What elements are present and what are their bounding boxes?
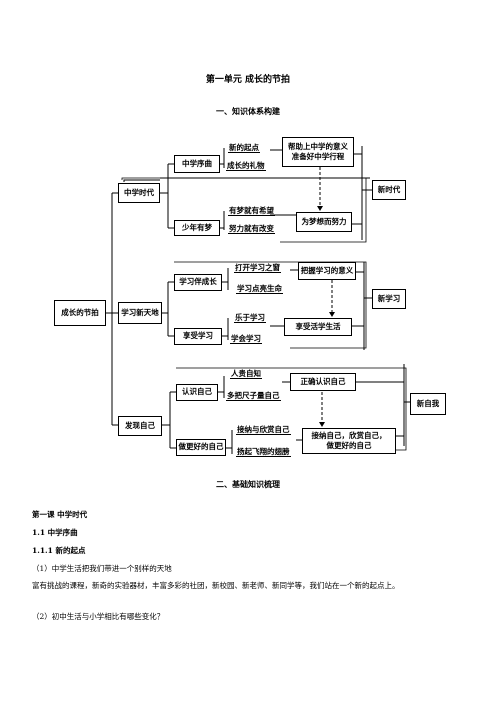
mid2-node-3: 接纳自己，欣赏自己， 做更好的自己 (302, 428, 396, 454)
mid2-node-2: 享受活学生活 (284, 318, 352, 336)
result-node-3: 新自我 (410, 393, 446, 415)
item-3-2-1: 接纳与欣赏自己 (236, 425, 291, 435)
sub-node-1-2: 少年有梦 (174, 220, 220, 236)
branch-node-2: 学习新天地 (118, 302, 162, 324)
mid2-node-3-line-2: 做更好的自己 (326, 441, 372, 450)
item-2-1-2: 学习点亮生命 (236, 284, 283, 294)
sub-node-2-1: 学习伴成长 (174, 274, 222, 291)
paragraph-1: 富有挑战的课程，新奇的实验器材，丰富多彩的社团，新校园、新老师、新同学等，我们站… (32, 581, 400, 590)
mid-node-1: 帮助上中学的意义 准备好中学行程 (282, 137, 354, 167)
item-3-2-2: 扬起飞翔的翅膀 (236, 447, 291, 457)
sub-node-1-1: 中学序曲 (174, 155, 220, 173)
item-1-1-1: 新的起点 (228, 143, 260, 153)
result-node-2: 新学习 (372, 289, 406, 309)
mid-node-3: 正确认识自己 (290, 373, 356, 391)
sub-node-3-1: 认识自己 (176, 384, 218, 401)
lesson-heading: 第一课 中学时代 (32, 510, 88, 519)
question-1: （1）中学生活把我们带进一个别样的天地 (32, 564, 172, 573)
mid-node-1-line-2: 准备好中学行程 (291, 152, 345, 161)
sub-node-2-2: 享受学习 (174, 328, 222, 345)
question-2: （2）初中生活与小学相比有哪些变化？ (32, 612, 165, 621)
sub-node-3-2: 做更好的自己 (176, 439, 226, 456)
section-heading-structure: 一、知识体系构建 (216, 106, 280, 116)
item-1-1-2: 成长的礼物 (226, 161, 266, 171)
result-node-1: 新时代 (372, 180, 406, 200)
item-2-1-1: 打开学习之窗 (234, 263, 281, 273)
item-3-1-1: 人贵自知 (230, 369, 262, 379)
item-1-2-1: 有梦就有希望 (228, 206, 275, 216)
document-title: 第一单元 成长的节拍 (205, 75, 291, 85)
heading-1-1-1: 1.1.1 新的起点 (32, 546, 86, 555)
branch-node-1: 中学时代 (118, 183, 160, 203)
section-heading-basics: 二、基础知识梳理 (216, 479, 280, 489)
heading-1-1: 1.1 中学序曲 (32, 528, 78, 537)
item-3-1-2: 多把尺子量自己 (226, 391, 281, 401)
root-node: 成长的节拍 (54, 300, 106, 326)
mid2-node-3-line-1: 接纳自己，欣赏自己， (311, 430, 387, 440)
branch-node-3: 发现自己 (118, 416, 162, 436)
mid-node-2: 把握学习的意义 (298, 262, 356, 280)
item-1-2-2: 努力就有改变 (228, 224, 275, 234)
mid2-node-1: 为梦想而努力 (296, 212, 352, 232)
item-2-2-2: 学会学习 (230, 334, 262, 344)
mid-node-1-line-1: 帮助上中学的意义 (288, 141, 348, 151)
item-2-2-1: 乐于学习 (234, 313, 266, 323)
